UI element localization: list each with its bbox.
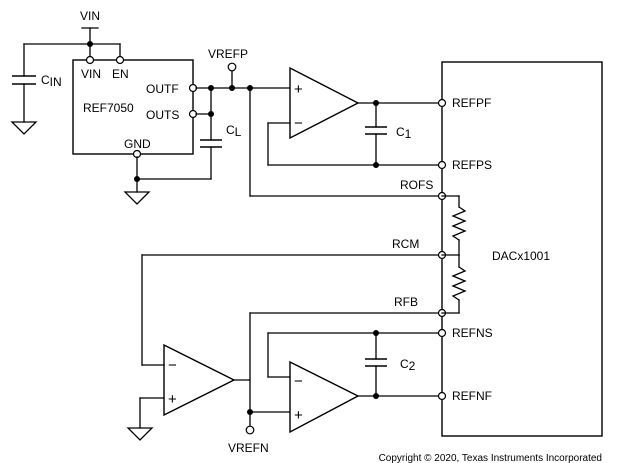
opamp-left — [163, 343, 236, 417]
ground-symbol-cin — [10, 121, 38, 135]
dac-chip — [441, 61, 603, 437]
copyright-notice: Copyright © 2020, Texas Instruments Inco… — [379, 453, 602, 463]
vrefn-label: VREFN — [228, 441, 269, 455]
dac-refps-label: REFPS — [452, 158, 492, 172]
dac-refps-pin — [437, 160, 447, 170]
dac-refnf-pin — [437, 391, 447, 401]
opamp-left-wiring — [139, 254, 439, 429]
dac-refns-label: REFNS — [452, 326, 493, 340]
opamp-top — [289, 66, 360, 140]
opamp-bottom — [289, 360, 360, 434]
rofs-wiring — [249, 87, 439, 197]
vin-label: VIN — [80, 9, 100, 23]
opamp-top-wiring — [267, 100, 439, 168]
opamp-bottom-minus: − — [294, 373, 303, 390]
vrefn-terminal — [245, 425, 255, 435]
cin-label: CIN — [41, 73, 62, 89]
ref7050-en-pin — [115, 55, 125, 65]
vin-rail — [23, 27, 121, 61]
opamp-bottom-plus: + — [294, 407, 303, 424]
resistor-rofs-rcm — [441, 195, 467, 256]
ref7050-vin-pin — [85, 55, 95, 65]
resistor-rcm-rfb — [441, 254, 467, 314]
ref-ground-wiring — [134, 156, 212, 193]
c1-label: C1 — [396, 125, 412, 141]
dac-rfb-label: RFB — [394, 295, 418, 309]
vrefp-node-wiring — [195, 70, 291, 141]
ref7050-en-label: EN — [112, 67, 129, 81]
cl-label: CL — [226, 123, 242, 139]
dac-refns-pin — [437, 328, 447, 338]
dac-name: DACx1001 — [492, 249, 550, 263]
opamp-bottom-wiring — [267, 330, 439, 399]
vrefp-label: VREFP — [208, 47, 248, 61]
ref7050-name: REF7050 — [83, 101, 134, 115]
dac-refpf-label: REFPF — [452, 96, 491, 110]
cl-capacitor — [200, 139, 222, 180]
c2-label: C2 — [400, 357, 416, 373]
opamp-left-minus: − — [168, 357, 177, 374]
dac-rofs-label: ROFS — [400, 178, 433, 192]
ref7050-outs-label: OUTS — [146, 108, 179, 122]
dac-rcm-label: RCM — [392, 237, 419, 251]
vrefp-terminal — [227, 62, 237, 72]
ref7050-chip — [72, 59, 194, 155]
opamp-top-minus: − — [294, 115, 303, 132]
ground-symbol-ref — [123, 191, 151, 205]
ground-symbol-opamp — [126, 427, 154, 441]
opamp-top-plus: + — [294, 81, 303, 98]
ref7050-vin-label: VIN — [81, 67, 101, 81]
cin-capacitor — [12, 43, 36, 123]
c2-capacitor — [365, 358, 387, 367]
ref7050-gnd-label: GND — [124, 137, 151, 151]
dac-refnf-label: REFNF — [452, 389, 492, 403]
opamp-left-plus: + — [168, 391, 177, 408]
dac-refpf-pin — [437, 98, 447, 108]
c1-capacitor — [365, 126, 387, 135]
ref7050-outf-label: OUTF — [146, 82, 179, 96]
